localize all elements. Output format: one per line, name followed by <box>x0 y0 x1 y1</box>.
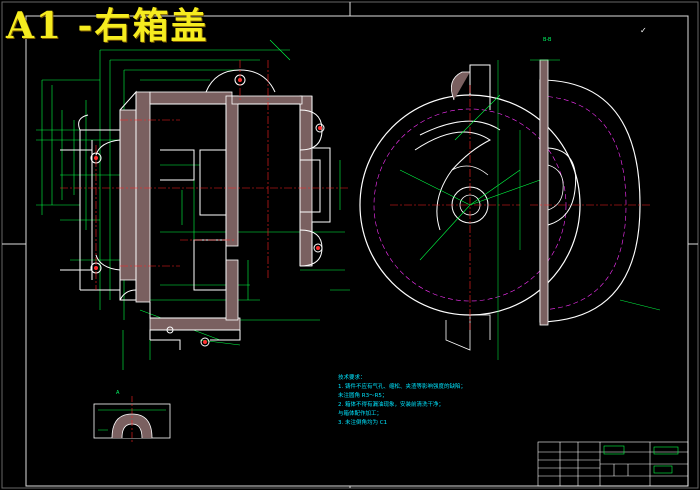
dimension-lines <box>36 39 345 370</box>
section-label: A <box>116 390 120 396</box>
top-wall <box>149 91 233 105</box>
right-wall <box>299 95 313 267</box>
notes-heading: 技术要求： <box>338 375 366 381</box>
note-line-5: 3. 未注倒角均为 C1 <box>338 420 388 426</box>
left-flange-wall <box>135 91 151 303</box>
section-view-a <box>93 396 171 442</box>
technical-notes: 技术要求： 1. 铸件不应有气孔、缩松、夹渣等影响强度的缺陷； 未注圆角 R3～… <box>338 374 538 428</box>
center-lines <box>60 60 348 290</box>
note-line-1: 1. 铸件不应有气孔、缩松、夹渣等影响强度的缺陷； <box>338 384 466 390</box>
outlines <box>60 69 331 350</box>
view-label-bb: B-B <box>543 37 552 43</box>
side-view <box>519 59 661 326</box>
note-line-2: 未注圆角 R3～R5； <box>338 393 388 399</box>
title-block <box>537 441 689 487</box>
lower-mid-wall <box>225 259 239 321</box>
mid-wall <box>225 95 239 247</box>
section-walls <box>119 91 313 331</box>
main-section-view <box>36 39 348 370</box>
bearing-seat-wall <box>119 109 137 281</box>
drawing-title: A1 -右箱盖 <box>6 5 209 47</box>
note-line-3: 2. 箱体不得有漏油现象，安装前清洗干净； <box>338 402 444 408</box>
drawing-frame <box>25 15 689 487</box>
note-line-4: 与箱体配作加工； <box>338 411 383 417</box>
roughness-symbol: ✓ <box>640 26 647 35</box>
top-wall-right <box>231 95 303 105</box>
